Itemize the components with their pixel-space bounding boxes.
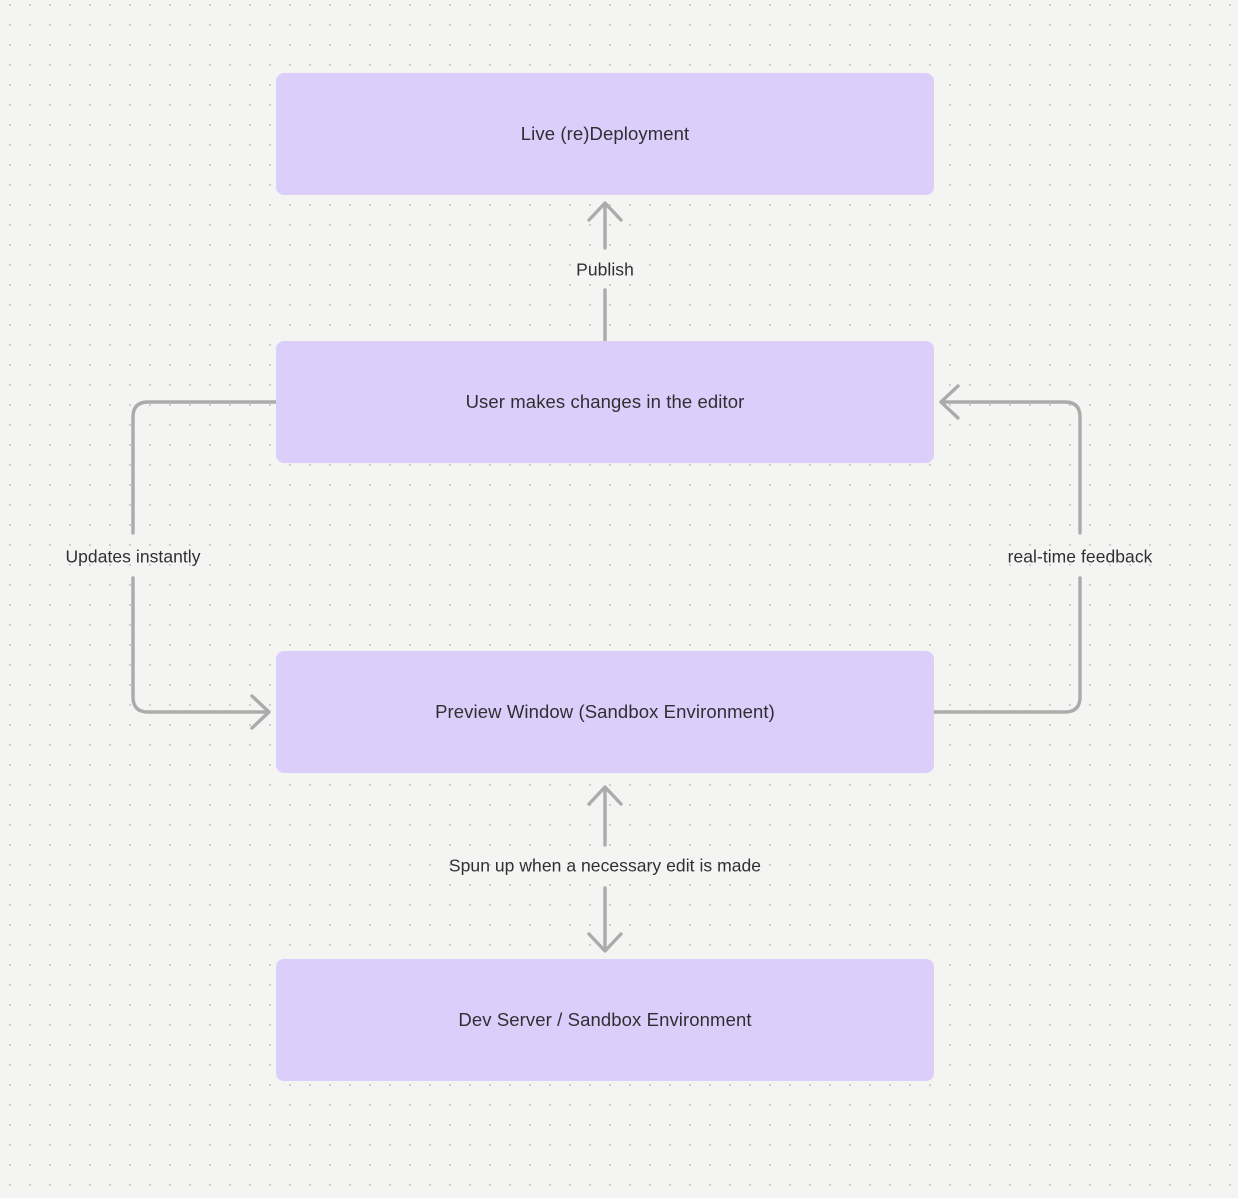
node-label-dev-server: Dev Server / Sandbox Environment — [458, 1009, 752, 1031]
edge-label-real-time-feedback: real-time feedback — [1007, 546, 1153, 567]
node-live-deployment[interactable]: Live (re)Deployment — [276, 73, 934, 195]
node-dev-server[interactable]: Dev Server / Sandbox Environment — [276, 959, 934, 1081]
edge-label-updates-instantly: Updates instantly — [65, 546, 201, 567]
node-user-edits[interactable]: User makes changes in the editor — [276, 341, 934, 463]
node-label-user-edits: User makes changes in the editor — [465, 391, 745, 413]
edge-label-spun-up: Spun up when a necessary edit is made — [448, 855, 762, 876]
node-label-preview-window: Preview Window (Sandbox Environment) — [435, 701, 775, 723]
edge-label-publish: Publish — [576, 259, 634, 280]
node-preview-window[interactable]: Preview Window (Sandbox Environment) — [276, 651, 934, 773]
node-label-live-deployment: Live (re)Deployment — [520, 123, 690, 145]
